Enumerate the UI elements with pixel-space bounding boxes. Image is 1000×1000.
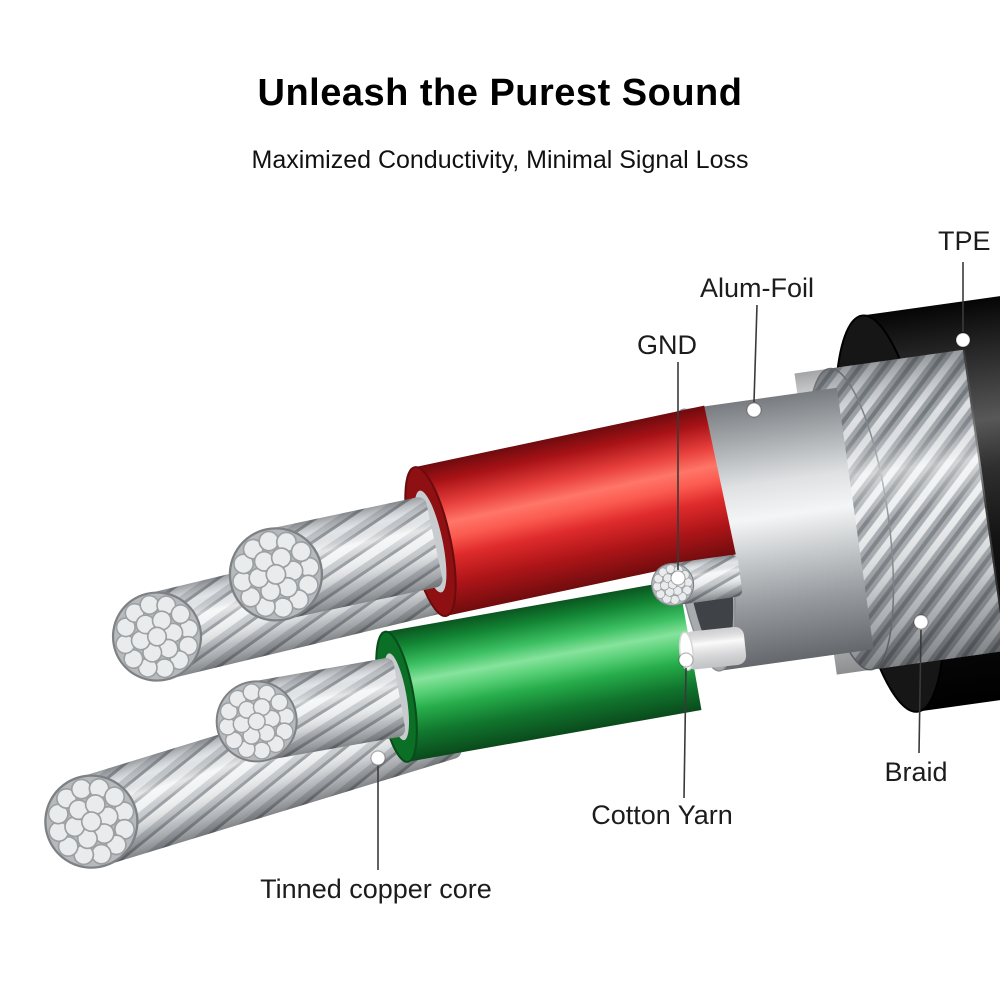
leader-lines (377, 262, 964, 870)
red-wire (220, 405, 736, 631)
cable-core (667, 271, 1000, 713)
callout-dot-gnd (670, 570, 686, 586)
callout-label-gnd: GND (637, 330, 697, 360)
leader-line-cotton-yarn (683, 667, 687, 799)
leader-line-braid (918, 629, 922, 754)
callout-dot-braid (913, 614, 929, 630)
red-insulation (410, 405, 736, 617)
callout-dot-tpe (955, 332, 971, 348)
callout-label-braid: Braid (884, 757, 948, 787)
gnd-wire (648, 554, 743, 609)
yarn-shading (683, 626, 747, 670)
callout-dot-tinned-copper-core (370, 750, 386, 766)
green-wire (209, 580, 702, 769)
callout-dot-alum-foil (746, 402, 762, 418)
callout-label-cotton-yarn: Cotton Yarn (591, 800, 733, 830)
page-subtitle: Maximized Conductivity, Minimal Signal L… (251, 146, 749, 174)
callout-dot-cotton-yarn (678, 652, 694, 668)
green-insulation (381, 580, 702, 763)
leader-line-alum-foil (753, 304, 758, 403)
callout-label-tinned-copper-core: Tinned copper core (260, 874, 492, 904)
page-title: Unleash the Purest Sound (257, 72, 743, 114)
callout-label-alum-foil: Alum-Foil (699, 273, 815, 303)
callout-label-tpe: TPE (938, 226, 991, 256)
callout-dots (370, 332, 971, 766)
